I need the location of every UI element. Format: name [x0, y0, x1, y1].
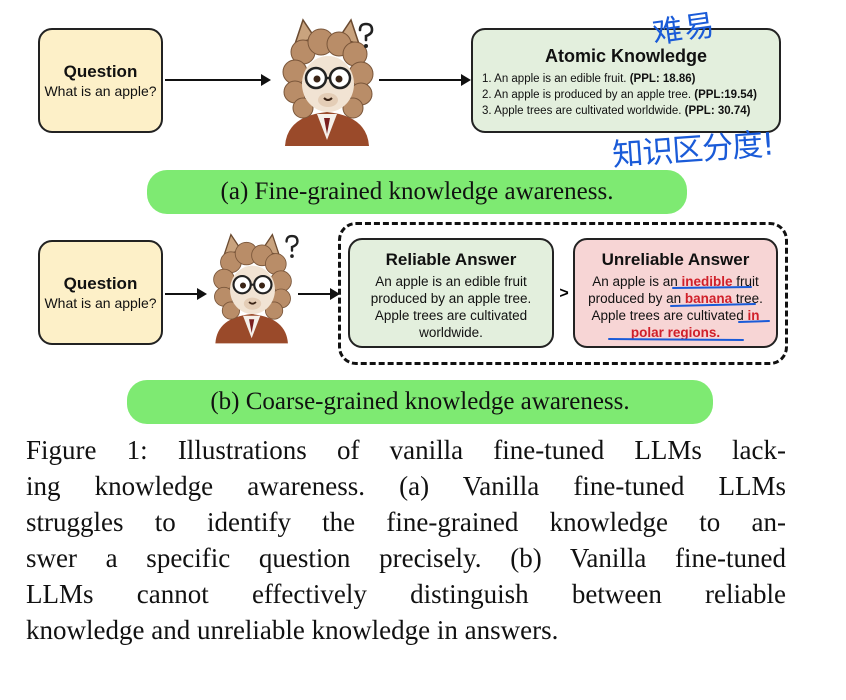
question-title: Question	[63, 274, 138, 293]
question-mark-icon	[285, 234, 299, 258]
question-title: Question	[63, 62, 138, 81]
alpaca-scholar-icon	[282, 18, 374, 146]
reliable-answer-title: Reliable Answer	[385, 250, 517, 269]
handwritten-note-top: 难易	[650, 7, 719, 52]
caption-line: LLMs cannot effectively distinguish betw…	[26, 579, 786, 609]
right-arrow-icon	[165, 288, 207, 300]
right-arrow-icon	[379, 74, 471, 86]
error-word: banana	[684, 291, 733, 306]
right-arrow-icon	[298, 288, 340, 300]
reliable-answer-box: Reliable Answer An apple is an edible fr…	[348, 238, 554, 348]
question-box-a: Question What is an apple?	[38, 28, 163, 133]
caption-line: ing knowledge awareness. (a) Vanilla fin…	[26, 471, 786, 501]
unreliable-answer-title: Unreliable Answer	[601, 250, 750, 269]
caption-line: struggles to identify the fine-grained k…	[26, 507, 786, 537]
unreliable-answer-box: Unreliable Answer An apple is an inedibl…	[573, 238, 778, 348]
knowledge-item: 2. An apple is produced by an apple tree…	[482, 89, 757, 101]
handwritten-underlines	[608, 286, 770, 341]
reliable-answer-text: An apple is an edible fruit produced by …	[370, 274, 532, 340]
caption-line: Figure 1: Illustrations of vanilla fine-…	[26, 435, 786, 465]
error-word: in	[747, 308, 760, 323]
alpaca-scholar-icon	[213, 233, 292, 344]
question-box-b: Question What is an apple?	[38, 240, 163, 345]
knowledge-item: 1. An apple is an edible fruit. (PPL: 18…	[482, 73, 696, 85]
question-mark-icon	[358, 22, 374, 48]
caption-line: swer a specific question precisely. (b) …	[26, 543, 786, 573]
atomic-knowledge-box: Atomic Knowledge 1. An apple is an edibl…	[471, 28, 781, 133]
caption-b: (b) Coarse-grained knowledge awareness.	[127, 380, 713, 424]
figure-caption: Figure 1: Illustrations of vanilla fine-…	[26, 432, 786, 648]
knowledge-item: 3. Apple trees are cultivated worldwide.…	[482, 105, 751, 117]
atomic-knowledge-title: Atomic Knowledge	[544, 46, 707, 66]
unreliable-answer-text: An apple is an inedible fruit produced b…	[588, 274, 763, 340]
comparator-symbol: >	[559, 285, 569, 302]
question-text: What is an apple?	[44, 83, 157, 99]
question-text: What is an apple?	[44, 295, 157, 311]
caption-a: (a) Fine-grained knowledge awareness.	[147, 170, 687, 214]
error-word: polar regions.	[630, 325, 721, 340]
error-word: inedible	[681, 274, 733, 289]
knowledge-list: 1. An apple is an edible fruit. (PPL: 18…	[482, 71, 779, 119]
answers-dashed-frame	[338, 222, 788, 365]
right-arrow-icon	[165, 74, 271, 86]
caption-line: knowledge and unreliable knowledge in an…	[26, 615, 559, 645]
